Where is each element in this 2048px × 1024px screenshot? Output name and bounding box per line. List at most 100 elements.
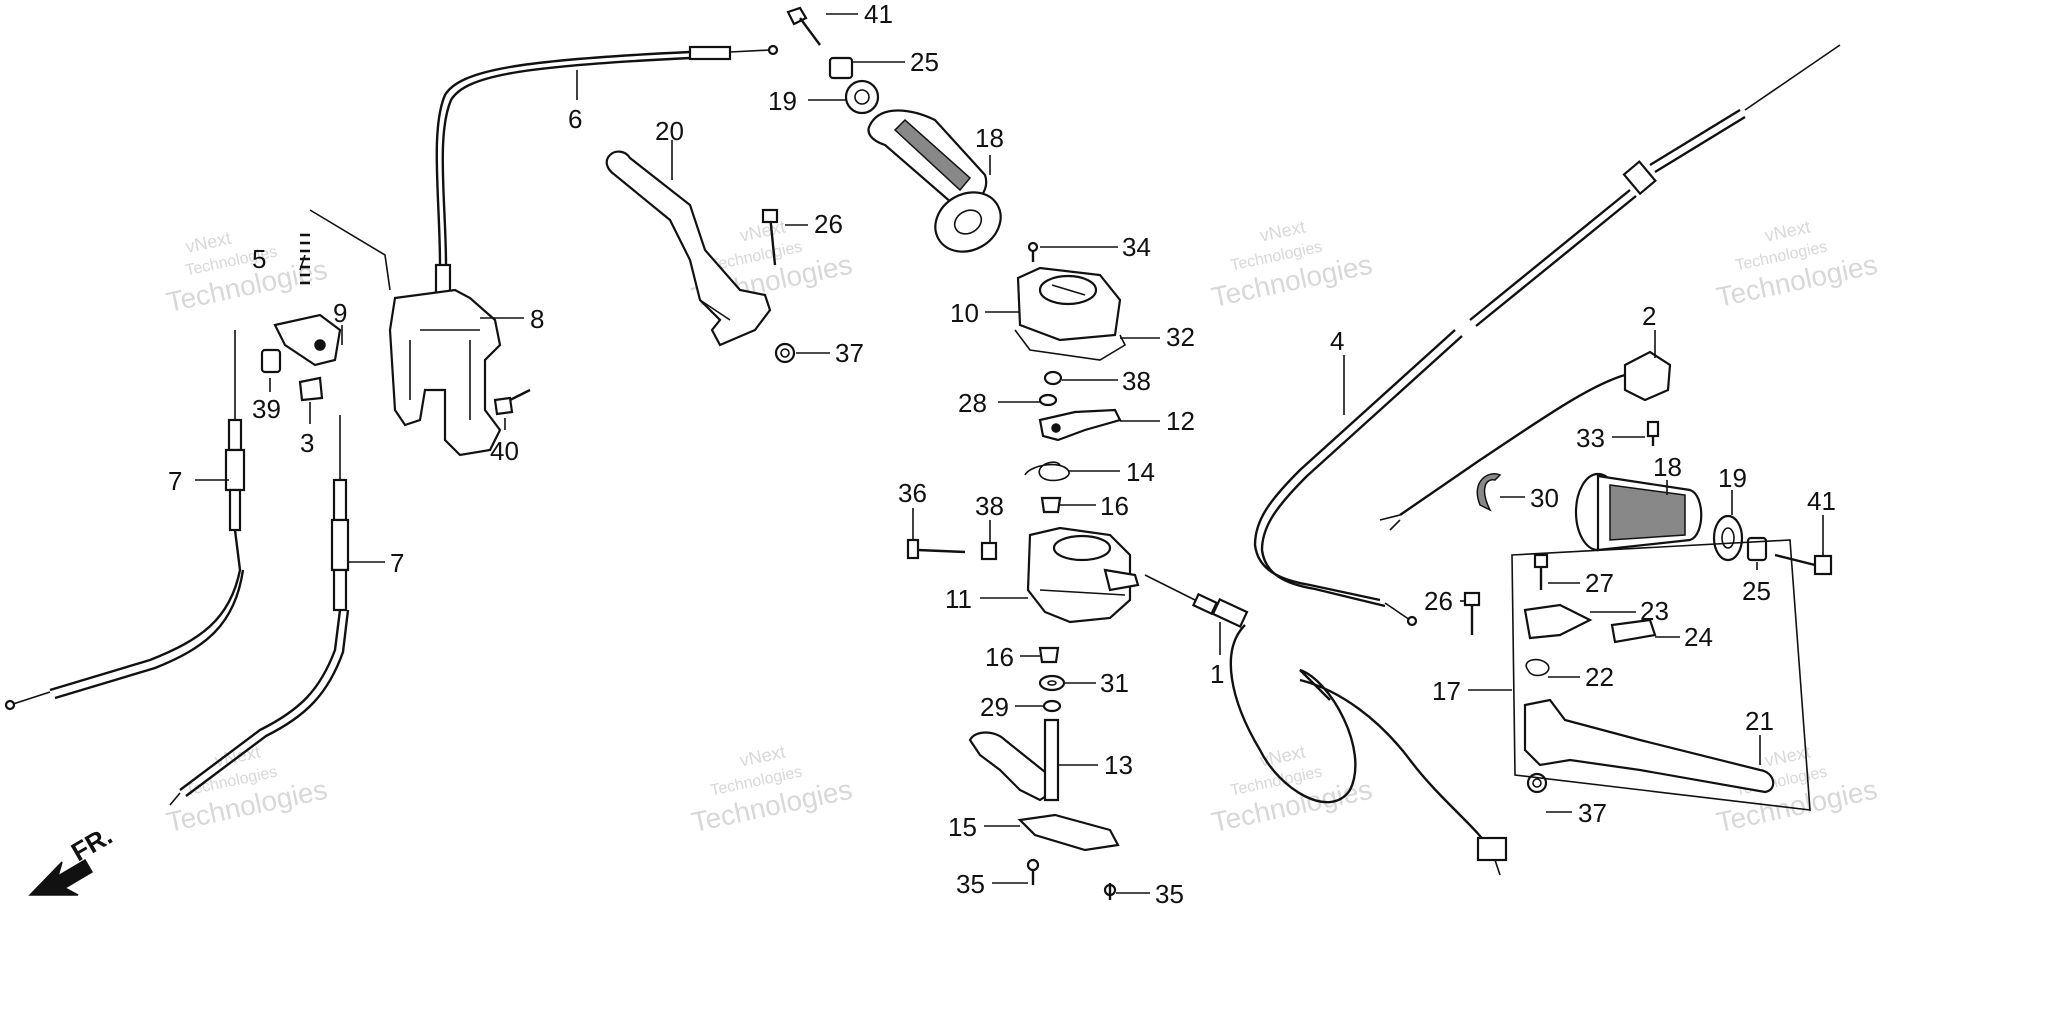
part-14-spring xyxy=(1024,461,1070,482)
part-39-collar xyxy=(260,348,282,374)
part-26-bolt xyxy=(761,208,779,266)
callout-41-right: 41 xyxy=(1807,486,1836,516)
part-10-cover xyxy=(1016,266,1122,342)
callout-39: 39 xyxy=(252,394,281,424)
callout-18: 18 xyxy=(975,123,1004,153)
callout-19: 19 xyxy=(768,86,797,116)
part-9-holder xyxy=(273,313,342,367)
callout-25-right: 25 xyxy=(1742,576,1771,606)
watermark: vNext Technologies Technologies xyxy=(1714,217,1880,313)
callout-7-left: 7 xyxy=(168,466,182,496)
callout-16-bottom: 16 xyxy=(985,642,1014,672)
callout-33: 33 xyxy=(1576,423,1605,453)
part-19-washer-right xyxy=(1712,514,1744,562)
callout-21: 21 xyxy=(1745,706,1774,736)
callout-31: 31 xyxy=(1100,668,1129,698)
part-16-bushing xyxy=(1040,496,1062,514)
callout-19-right: 19 xyxy=(1718,463,1747,493)
part-17-group-box xyxy=(1511,539,1811,811)
callout-28: 28 xyxy=(958,388,987,418)
callout-30: 30 xyxy=(1530,483,1559,513)
watermark: vNext Technologies Technologies xyxy=(164,742,330,838)
callout-1: 1 xyxy=(1210,659,1224,689)
part-8-bracket xyxy=(388,288,502,457)
part-36-screw xyxy=(906,538,966,560)
part-30-clip xyxy=(1476,473,1502,512)
part-40-bolt xyxy=(493,388,531,416)
part-13-lever xyxy=(968,718,1060,802)
callout-20: 20 xyxy=(655,116,684,146)
part-18-grip-right xyxy=(1574,472,1703,552)
callout-35-left: 35 xyxy=(956,869,985,899)
callout-4: 4 xyxy=(1330,326,1344,356)
part-5-spring xyxy=(299,209,391,291)
watermark-line1: vNext xyxy=(1258,742,1307,771)
callout-8: 8 xyxy=(530,304,544,334)
part-19-washer xyxy=(844,79,880,115)
part-7-cable-right xyxy=(169,415,350,806)
callout-25: 25 xyxy=(910,47,939,77)
callout-34: 34 xyxy=(1122,232,1151,262)
callout-38-top: 38 xyxy=(1122,366,1151,396)
callout-22: 22 xyxy=(1585,662,1614,692)
part-29-washer xyxy=(1042,699,1062,713)
callout-23: 23 xyxy=(1640,596,1669,626)
part-7-cable-left xyxy=(4,330,246,711)
part-27-screw xyxy=(1533,553,1549,590)
part-18-grip xyxy=(867,109,1002,253)
part-1-cable xyxy=(1144,574,1508,876)
callout-29: 29 xyxy=(980,692,1009,722)
part-33-screw xyxy=(1646,420,1660,446)
callout-36: 36 xyxy=(898,478,927,508)
callout-27: 27 xyxy=(1585,568,1614,598)
watermark-line1: vNext xyxy=(1258,217,1307,246)
part-12-arm xyxy=(1038,408,1122,442)
watermark: vNext Technologies Technologies xyxy=(1209,217,1375,313)
part-35-screw xyxy=(1026,858,1040,885)
callout-32: 32 xyxy=(1166,322,1195,352)
part-31-washer xyxy=(1038,674,1066,692)
part-20-lever xyxy=(605,150,772,347)
callout-13: 13 xyxy=(1104,750,1133,780)
callout-26-right: 26 xyxy=(1424,586,1453,616)
watermark-line1: vNext xyxy=(184,228,233,257)
callout-14: 14 xyxy=(1126,457,1155,487)
part-25-collar xyxy=(828,56,854,80)
part-23-bracket xyxy=(1523,603,1593,640)
watermark: vNext Technologies Technologies xyxy=(689,742,855,838)
part-32-gasket xyxy=(1014,329,1127,361)
watermark-line1: vNext xyxy=(1763,217,1812,246)
part-37-nut xyxy=(774,342,796,364)
callout-41: 41 xyxy=(864,0,893,29)
part-3-clip xyxy=(298,376,324,402)
callout-16-top: 16 xyxy=(1100,491,1129,521)
callout-7-right: 7 xyxy=(390,548,404,578)
callout-10: 10 xyxy=(950,298,979,328)
watermark: vNext Technologies Technologies xyxy=(164,228,330,318)
part-41-bolt-right xyxy=(1774,553,1833,576)
watermark-line1: vNext xyxy=(738,742,787,771)
part-38-nut xyxy=(1043,370,1063,386)
callout-24: 24 xyxy=(1684,622,1713,652)
part-26-bolt-right xyxy=(1463,591,1481,635)
callout-15: 15 xyxy=(948,812,977,842)
front-direction-label: FR. xyxy=(66,820,117,867)
part-28-pin xyxy=(1038,393,1058,407)
callout-2: 2 xyxy=(1642,301,1656,331)
part-25-collar-right xyxy=(1746,536,1768,562)
part-34-screw xyxy=(1027,241,1039,262)
callout-3: 3 xyxy=(300,428,314,458)
callout-group: 41 25 19 18 6 20 26 5 9 8 39 3 40 7 7 37… xyxy=(168,0,1836,909)
part-21-lever xyxy=(1523,698,1775,794)
part-24-cap xyxy=(1610,618,1657,644)
callout-9: 9 xyxy=(333,298,347,328)
callout-37-right: 37 xyxy=(1578,798,1607,828)
part-35-screw xyxy=(1103,883,1117,900)
callout-12: 12 xyxy=(1166,406,1195,436)
callout-26: 26 xyxy=(814,209,843,239)
part-4-cable xyxy=(1253,44,1841,627)
part-2-switch xyxy=(1379,350,1672,531)
callout-37-left: 37 xyxy=(835,338,864,368)
part-15-plate xyxy=(1017,813,1120,852)
